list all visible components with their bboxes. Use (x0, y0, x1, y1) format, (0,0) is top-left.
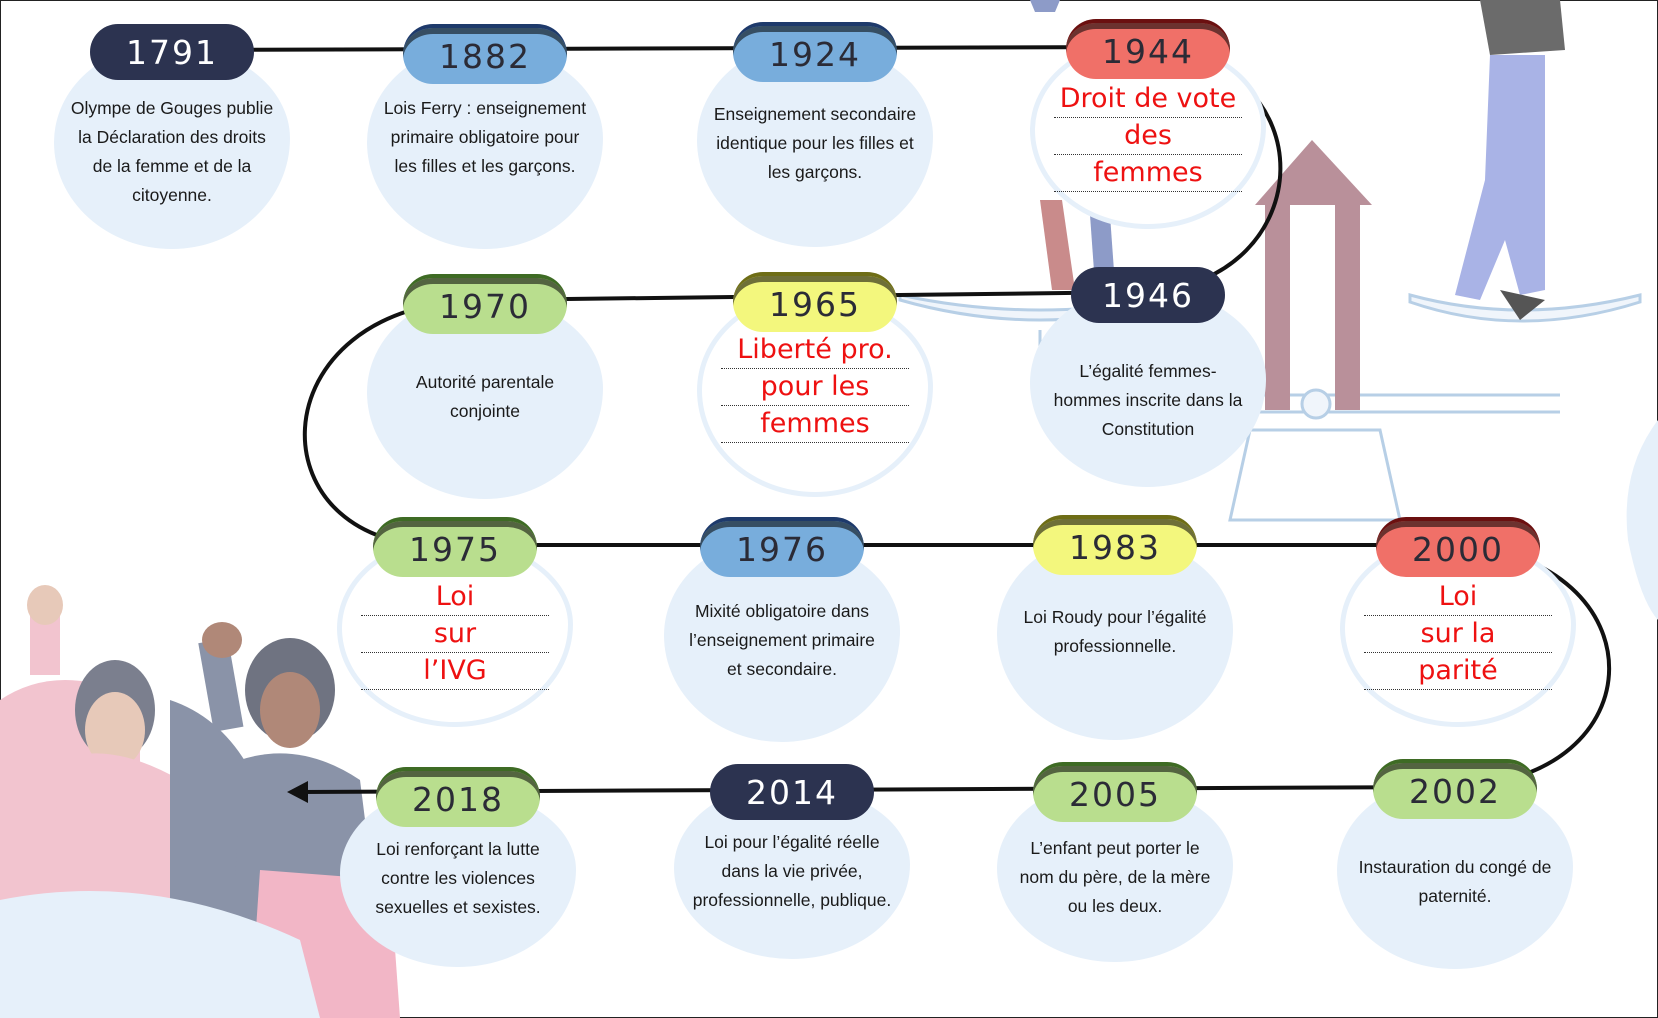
answer-line: Loi (1364, 579, 1552, 616)
year-badge: 1975 (373, 517, 537, 577)
women-illustration (0, 585, 400, 1018)
year-badge: 2002 (1373, 759, 1537, 819)
year-badge: 1924 (733, 22, 897, 82)
event-description: L’égalité femmes-hommes inscrite dans la… (1053, 361, 1243, 439)
event-description: Mixité obligatoire dans l’enseignement p… (689, 601, 875, 679)
answer-line: sur la (1364, 616, 1552, 653)
answer-line: l’IVG (361, 653, 549, 690)
answer-lines: Loi sur l’IVG (355, 579, 555, 690)
year-badge: 1791 (90, 24, 254, 80)
year-badge: 2005 (1033, 762, 1197, 822)
year-badge: 1976 (700, 517, 864, 577)
answer-line: Loi (361, 579, 549, 616)
answer-line: parité (1364, 653, 1552, 690)
answer-line: pour les (721, 369, 909, 406)
answer-line: des (1054, 118, 1242, 155)
answer-lines: Liberté pro. pour les femmes (715, 332, 915, 443)
year-badge: 2014 (710, 764, 874, 820)
year-badge: 1970 (403, 274, 567, 334)
answer-line: sur (361, 616, 549, 653)
person-illustration-right (1455, 0, 1565, 320)
year-badge: 1944 (1066, 19, 1230, 79)
answer-line: femmes (721, 406, 909, 443)
event-description: Olympe de Gouges publie la Déclaration d… (70, 98, 274, 205)
year-badge: 1983 (1033, 515, 1197, 575)
answer-line: Droit de vote (1054, 81, 1242, 118)
year-badge: 2000 (1376, 517, 1540, 577)
answer-lines: Loi sur la parité (1358, 579, 1558, 690)
event-description: Loi Roudy pour l’égalité professionnelle… (1023, 607, 1207, 656)
connector-1791-1944 (159, 45, 1146, 52)
event-description: Autorité parentale conjointe (415, 372, 555, 421)
year-badge: 1882 (403, 24, 567, 84)
year-badge: 2018 (376, 767, 540, 827)
answer-lines: Droit de vote des femmes (1048, 81, 1248, 192)
arrow-up-icon (1255, 140, 1372, 410)
arrow-left-icon (287, 781, 308, 803)
year-badge: 1965 (733, 272, 897, 332)
event-description: Instauration du congé de paternité. (1358, 857, 1552, 906)
event-description: Enseignement secondaire identique pour l… (713, 104, 917, 182)
year-badge: 1946 (1071, 267, 1225, 323)
event-description: Loi renforçant la lutte contre les viole… (375, 839, 541, 917)
event-description: Loi pour l’égalité réelle dans la vie pr… (692, 832, 892, 910)
event-description: Lois Ferry : enseignement primaire oblig… (383, 98, 587, 176)
answer-line: Liberté pro. (721, 332, 909, 369)
event-description: L’enfant peut porter le nom du père, de … (1019, 838, 1211, 916)
answer-line: femmes (1054, 155, 1242, 192)
